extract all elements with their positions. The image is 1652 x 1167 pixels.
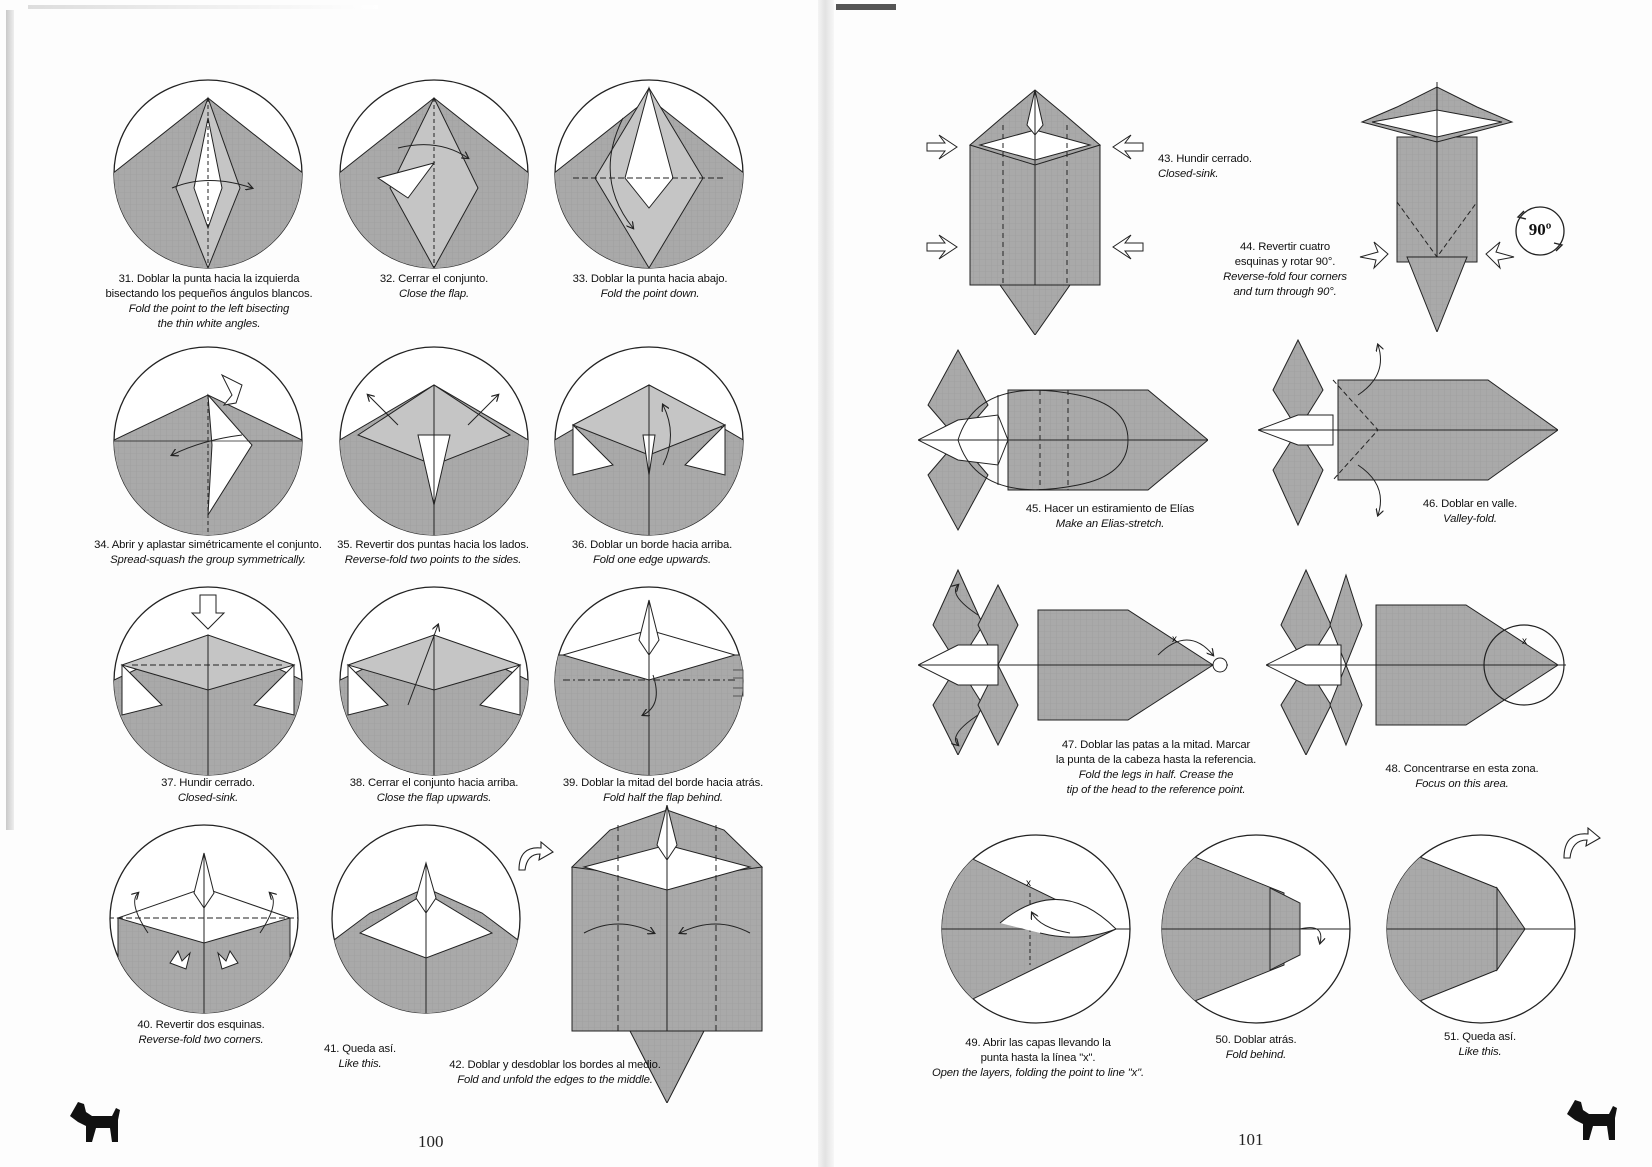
- diagram-step-49: [941, 834, 1131, 1024]
- rotate-90-label: 90º: [1528, 220, 1552, 239]
- turn-over-arrow-icon: [518, 840, 554, 871]
- page-number-right: 101: [1238, 1130, 1264, 1149]
- caption-step-43: 43. Hundir cerrado. Closed-sink.: [1158, 153, 1252, 180]
- caption-step-42: 42. Doblar y desdoblar los bordes al med…: [449, 1059, 661, 1086]
- caption-step-37: 37. Hundir cerrado. Closed-sink.: [161, 777, 255, 804]
- scan-top-edge-right: [836, 4, 896, 10]
- rotate-90-icon: [1515, 206, 1565, 256]
- turn-over-arrow-icon: [1563, 826, 1601, 859]
- diagram-step-46: [1258, 338, 1558, 527]
- book-gutter: [818, 0, 834, 1167]
- diagram-step-34: [113, 346, 303, 536]
- diagram-step-33: [554, 79, 744, 269]
- diagram-step-43: [926, 89, 1144, 335]
- diagram-step-39: [554, 586, 744, 776]
- caption-step-44: 44. Revertir cuatro esquinas y rotar 90°…: [1223, 241, 1347, 298]
- diagram-step-51: [1386, 834, 1576, 1024]
- caption-step-41: 41. Queda así. Like this.: [323, 1043, 396, 1070]
- caption-step-31: 31. Doblar la punta hacia la izquierda b…: [105, 273, 313, 330]
- caption-step-35: 35. Revertir dos puntas hacia los lados.…: [337, 539, 529, 566]
- diagram-step-47: [918, 568, 1228, 755]
- dog-silhouette-icon: [1567, 1100, 1617, 1140]
- caption-step-38: 38. Cerrar el conjunto hacia arriba. Clo…: [349, 777, 519, 804]
- diagram-step-32: [339, 79, 529, 269]
- caption-step-50: 50. Doblar atrás. Fold behind.: [1215, 1034, 1297, 1061]
- caption-step-48: 48. Concentrarse en esta zona. Focus on …: [1385, 763, 1539, 790]
- diagram-step-40: [109, 824, 299, 1014]
- flap-edge-mark: [733, 669, 744, 697]
- diagram-step-36: [554, 346, 744, 536]
- diagram-step-37: [113, 586, 303, 776]
- mark-x-47: x: [1172, 634, 1177, 645]
- caption-step-32: 32. Cerrar el conjunto. Close the flap.: [379, 273, 489, 300]
- page-number-left: 100: [418, 1132, 444, 1151]
- caption-step-46: 46. Doblar en valle. Valley-fold.: [1422, 498, 1518, 525]
- diagram-step-41: [331, 824, 521, 1014]
- diagram-step-50: [1161, 834, 1351, 1024]
- scan-edge: [6, 10, 14, 830]
- dog-silhouette-icon: [70, 1102, 120, 1142]
- diagram-step-42: [570, 805, 764, 1103]
- diagram-step-44: [1359, 82, 1515, 332]
- caption-step-40: 40. Revertir dos esquinas. Reverse-fold …: [137, 1019, 265, 1046]
- diagram-step-31: [113, 79, 303, 269]
- diagram-step-48: [1266, 568, 1566, 755]
- caption-step-49: 49. Abrir las capas llevando la punta ha…: [932, 1037, 1144, 1079]
- scan-top-edge: [28, 5, 378, 9]
- caption-step-45: 45. Hacer un estiramiento de Elías Make …: [1025, 503, 1195, 530]
- caption-step-34: 34. Abrir y aplastar simétricamente el c…: [94, 539, 322, 566]
- diagram-step-35: [339, 346, 529, 536]
- diagram-step-45: [918, 348, 1208, 532]
- caption-step-51: 51. Queda así. Like this.: [1443, 1031, 1516, 1058]
- caption-step-39: 39. Doblar la mitad del borde hacia atrá…: [562, 777, 764, 804]
- caption-step-36: 36. Doblar un borde hacia arriba. Fold o…: [571, 539, 733, 566]
- caption-step-33: 33. Doblar la punta hacia abajo. Fold th…: [572, 273, 728, 300]
- diagram-step-38: [339, 586, 529, 776]
- mark-x-49: x: [1026, 878, 1031, 889]
- mark-x-48: x: [1522, 636, 1527, 647]
- caption-step-47: 47. Doblar las patas a la mitad. Marcar …: [1055, 739, 1257, 796]
